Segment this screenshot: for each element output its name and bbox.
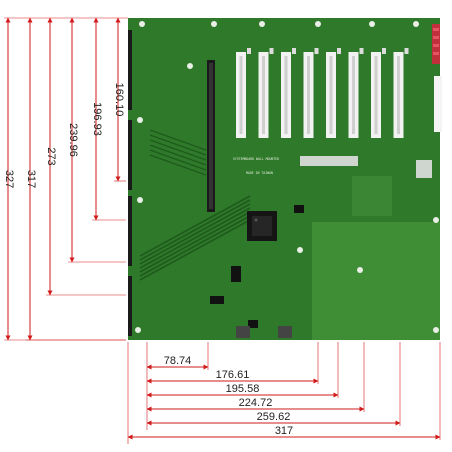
atx-power-connector [434, 76, 442, 132]
mounting-hole [259, 21, 265, 27]
isa-edge-connectors [128, 30, 132, 336]
trace-line [139, 199, 251, 261]
trace-line [149, 139, 207, 161]
vertical-dimension-label: 317 [25, 170, 37, 188]
vertical-dimension-label: 196.93 [91, 102, 103, 136]
horizontal-dimension-label: 317 [275, 425, 293, 437]
horizontal-dimensions: 78.74 176.61 195.58 224.72 259.62 317 [127, 342, 441, 444]
mounting-hole [315, 21, 321, 27]
small-ic-3 [210, 296, 224, 304]
edge-connector [128, 276, 132, 336]
trace-line [139, 195, 251, 257]
silkscreen-made-in: MADE IN TAIWAN [246, 171, 273, 175]
pci-slot [303, 48, 319, 138]
pin-header-row-3 [352, 176, 392, 216]
pci-slots [236, 48, 409, 138]
red-jumper-block [432, 24, 440, 64]
horizontal-dimension-label: 259.62 [257, 411, 291, 423]
small-ic-2 [231, 266, 241, 282]
mounting-hole [211, 21, 217, 27]
bottom-connector-left [236, 326, 250, 338]
board-panel-lower-right [342, 222, 440, 340]
bridge-chip-dot [254, 218, 258, 222]
pin-header-row-2 [416, 160, 432, 178]
trace-line [149, 154, 207, 176]
trace-line [139, 203, 251, 265]
small-ic-1 [294, 205, 304, 213]
mounting-hole [369, 21, 375, 27]
trace-line [149, 129, 207, 151]
circuit-board: SYSTEMBOARD WALL MOUNTED MADE IN TAIWAN [128, 18, 442, 340]
horizontal-dimension-label: 224.72 [239, 397, 273, 409]
cpu-card-slot-inner [209, 63, 213, 209]
vertical-dimension-label: 273 [45, 147, 57, 165]
silkscreen-model: SYSTEMBOARD WALL MOUNTED [233, 157, 279, 161]
pcb-traces [139, 129, 251, 281]
edge-connector [128, 196, 132, 266]
vertical-dimension-label: 327 [3, 170, 15, 188]
horizontal-dimension-label: 176.61 [216, 369, 250, 381]
mounting-hole [413, 21, 419, 27]
trace-line [149, 144, 207, 166]
trace-line [149, 134, 207, 156]
pci-slot [348, 48, 364, 138]
pin-header-row [300, 156, 358, 166]
mounting-hole [297, 247, 303, 253]
mounting-hole [357, 267, 363, 273]
trace-line [139, 219, 251, 281]
vertical-dimension-label: 160.10 [113, 83, 125, 117]
mounting-hole [137, 197, 143, 203]
trace-line [139, 211, 251, 273]
mounting-hole [135, 327, 141, 333]
vertical-dimensions: 160.10 196.93 239.96 273 317 327 [3, 17, 128, 341]
mounting-hole [139, 21, 145, 27]
pci-slot [393, 48, 409, 138]
pci-slot [326, 48, 341, 138]
mounting-hole [137, 117, 143, 123]
horizontal-dimension-label: 195.58 [226, 383, 260, 395]
small-ic-4 [248, 320, 258, 328]
trace-line [139, 207, 251, 269]
board-panel-lower-left [312, 222, 342, 340]
pci-slot [236, 48, 251, 138]
trace-line [149, 149, 207, 171]
mounting-hole [433, 327, 439, 333]
mounting-hole [433, 217, 439, 223]
edge-connector [128, 30, 132, 110]
bottom-connector-right [278, 326, 292, 338]
vertical-dimension-label: 239.96 [67, 123, 79, 157]
mounting-holes [135, 21, 439, 333]
pci-slot [258, 48, 274, 138]
horizontal-dimension-label: 78.74 [164, 355, 192, 367]
edge-connector [128, 120, 132, 190]
pci-slot [281, 48, 296, 138]
mounting-hole [187, 63, 193, 69]
pci-slot [371, 48, 386, 138]
trace-line [139, 215, 251, 277]
